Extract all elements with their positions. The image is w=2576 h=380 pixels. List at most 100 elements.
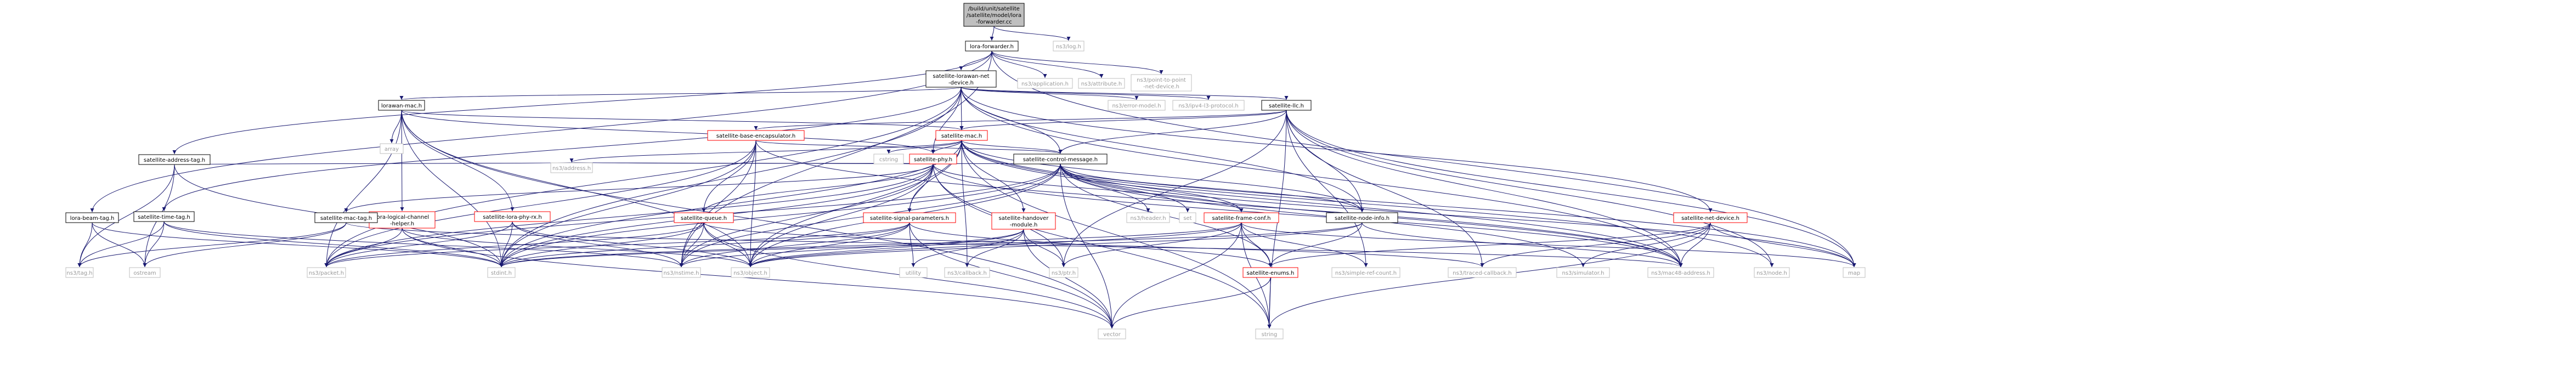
edge-sat_control_msg-to-stdint (499, 163, 1061, 268)
node-box (1331, 267, 1400, 278)
edge-sat_queue-to-ns3_nstime (679, 222, 704, 268)
node-label: satellite-mac.h (941, 133, 982, 139)
node-sat_control_msg[interactable]: satellite-control-message.h (1013, 154, 1108, 165)
edge-lorawan_mac-to-sat_phy (401, 110, 935, 154)
node-box (1108, 100, 1166, 111)
node-sat_llc[interactable]: satellite-llc.h (1261, 100, 1312, 111)
edge-root-to-lora_forwarder (990, 26, 995, 41)
edge-sat_llc-to-ns3_mac48 (1286, 110, 1683, 268)
node-label: cstring (879, 157, 898, 163)
edge-sat_llc-to-sat_control_msg (1058, 110, 1287, 154)
node-label: -helper.h (390, 221, 414, 227)
edge-sat_llc-to-ns3_traced_cb (1286, 110, 1484, 268)
node-ns3_application: ns3/application.h (1017, 78, 1073, 89)
edge-sat_time_tag-to-ostream (143, 221, 165, 268)
edge-sat_llc-to-ns3_node (1286, 110, 1774, 268)
edge-sat_signal_params-to-stdint (499, 222, 910, 268)
edge-lora_forwarder-to-lora_beam_tag (90, 50, 992, 213)
node-box (1242, 267, 1298, 278)
edge-lorawan_netdev-to-ns3_error_model (961, 87, 1139, 100)
node-label: satellite-lorawan-net (933, 73, 989, 80)
node-lora_logical[interactable]: lora-logical-channel-helper.h (369, 211, 436, 229)
edge-sat_phy-to-sat_queue (702, 163, 934, 213)
edge-lorawan_netdev-to-sat_time_tag (162, 87, 962, 212)
node-sat_net_device[interactable]: satellite-net-device.h (1673, 212, 1748, 223)
edge-sat_llc-to-sat_base_encap (754, 110, 1287, 131)
node-label: satellite-time-tag.h (138, 214, 190, 220)
node-sat_node_info[interactable]: satellite-node-info.h (1326, 212, 1398, 223)
edge-lora_beam_tag-to-ns3_tag (77, 222, 93, 268)
edge-sat_net_device-to-map (1710, 222, 1856, 268)
edge-sat_phy-to-ns3_nstime (679, 163, 934, 268)
node-label: /satellite/model/lora (967, 13, 1021, 19)
edge-sat_queue-to-stdint (499, 222, 704, 268)
node-ns3_header: ns3/header.h (1126, 212, 1170, 223)
node-ns3_packet: ns3/packet.h (307, 267, 346, 278)
edge-lorawan_mac-to-vector (401, 110, 1114, 329)
edge-sat_mac-to-stdint (499, 140, 962, 268)
node-box (925, 70, 997, 88)
node-lorawan_netdev[interactable]: satellite-lorawan-net-device.h (925, 70, 997, 88)
node-ns3_mac48: ns3/mac48-address.h (1647, 267, 1714, 278)
node-sat_address_tag[interactable]: satellite-address-tag.h (138, 154, 211, 165)
node-label: utility (906, 270, 922, 276)
node-sat_handover[interactable]: satellite-handover-module.h (991, 212, 1056, 230)
node-box (1255, 328, 1284, 339)
node-ns3_object: ns3/object.h (731, 267, 770, 278)
edge-sat_node_info-to-ns3_mac48 (1362, 222, 1683, 268)
node-sat_phy[interactable]: satellite-phy.h (909, 154, 957, 165)
node-sat_mac_tag[interactable]: satellite-mac-tag.h (314, 212, 378, 223)
node-lora_beam_tag[interactable]: lora-beam-tag.h (65, 212, 119, 223)
edge-lora_forwarder-to-sat_address_tag (172, 50, 992, 155)
edge-sat_time_tag-to-stdint (163, 221, 504, 268)
node-sat_base_encap[interactable]: satellite-base-encapsulator.h (707, 130, 805, 141)
node-label: ns3/traced-callback.h (1453, 270, 1512, 276)
node-label: array (385, 146, 399, 152)
node-label: /build/unit/satellite (968, 6, 1020, 12)
edge-sat_frame_conf-to-ns3_simple_ref (1241, 222, 1368, 268)
node-sat_lora_phy_rx[interactable]: satellite-lora-phy-rx.h (474, 211, 551, 222)
node-root: /build/unit/satellite/satellite/model/lo… (963, 3, 1025, 27)
edge-sat_signal_params-to-sat_enums (909, 222, 1273, 268)
node-sat_time_tag[interactable]: satellite-time-tag.h (133, 211, 195, 222)
edge-lorawan_netdev-to-sat_mac (959, 87, 964, 131)
edge-sat_time_tag-to-ns3_nstime (163, 221, 683, 268)
node-label: set (1183, 215, 1191, 222)
edge-lorawan_mac-to-sat_mac (401, 110, 964, 131)
node-sat_queue[interactable]: satellite-queue.h (674, 212, 734, 223)
node-box (1448, 267, 1517, 278)
edge-lora_forwarder-to-ns3_attribute (991, 50, 1104, 78)
node-label: ns3/point-to-point (1137, 77, 1186, 83)
node-label: lora-forwarder.h (970, 44, 1014, 50)
node-label: satellite-address-tag.h (144, 157, 205, 163)
node-label: ns3/simple-ref-count.h (1335, 270, 1397, 276)
node-box (133, 211, 195, 222)
node-label: ns3/ipv4-l3-protocol.h (1178, 103, 1238, 109)
node-sat_enums[interactable]: satellite-enums.h (1242, 267, 1298, 278)
node-lora_forwarder[interactable]: lora-forwarder.h (965, 41, 1019, 52)
node-label: satellite-handover (999, 215, 1049, 222)
edge-sat_base_encap-to-stdint (499, 140, 756, 268)
node-sat_mac[interactable]: satellite-mac.h (935, 130, 988, 141)
edge-lorawan_mac-to-stdint (401, 110, 504, 268)
node-box (1078, 78, 1125, 89)
node-box (487, 267, 516, 278)
node-label: -module.h (1010, 222, 1038, 228)
node-label: ns3/error-model.h (1112, 103, 1161, 109)
node-sat_signal_params[interactable]: satellite-signal-parameters.h (863, 212, 956, 223)
edge-sat_phy-to-sat_frame_conf (933, 163, 1244, 213)
node-sat_frame_conf[interactable]: satellite-frame-conf.h (1204, 212, 1279, 223)
node-label: satellite-net-device.h (1681, 215, 1739, 222)
node-label: -forwarder.cc (976, 19, 1012, 25)
node-box (1843, 267, 1866, 278)
node-label: ns3/tag.h (66, 270, 92, 276)
node-ns3_ptr: ns3/ptr.h (1049, 267, 1078, 278)
node-box (944, 267, 990, 278)
edge-sat_frame_conf-to-vector (1110, 222, 1242, 329)
edge-sat_queue-to-ns3_packet (324, 222, 704, 268)
node-label: satellite-base-encapsulator.h (716, 133, 796, 139)
edge-sat_enums-to-vector (1110, 277, 1271, 329)
node-lorawan_mac[interactable]: lorawan-mac.h (378, 100, 425, 111)
edge-sat_phy-to-sat_mac_tag (344, 163, 934, 213)
